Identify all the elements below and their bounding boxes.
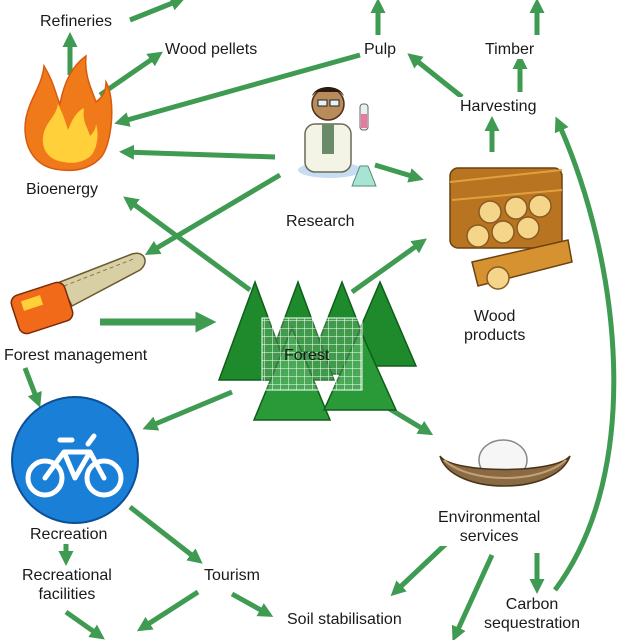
arrow-harvesting-pulp (407, 53, 464, 99)
label-wood-products-line1: Wood (473, 308, 516, 325)
label-wood-products-line2: products (464, 327, 526, 345)
arrow-facilities-bottom (64, 609, 105, 640)
label-timber: Timber (483, 40, 537, 60)
arrow-refineries-up (129, 0, 186, 23)
arrow-forest-bioenergy (123, 196, 252, 293)
label-research: Research (284, 212, 357, 232)
forest-trees-icon (217, 279, 418, 421)
arrow-forest-woodproducts (350, 238, 427, 295)
label-carbon-sequestration-line1: Carbon (505, 596, 559, 613)
label-bioenergy: Bioenergy (24, 180, 101, 200)
label-recreational-facilities-line1: Recreational (22, 567, 112, 584)
label-forest: Forest (284, 347, 330, 364)
label-recreation: Recreation (28, 525, 110, 545)
bicycle-sign-icon (11, 396, 139, 524)
label-wood-pellets: Wood pellets (163, 40, 260, 60)
label-refineries: Refineries (38, 12, 115, 32)
label-environmental-services: Environmental services (436, 508, 543, 547)
arrow-research-bioenergy (119, 144, 276, 160)
arrow-management-recreation (22, 367, 42, 408)
arrow-tourism-soil (230, 591, 274, 617)
arrow-research-woodproducts (374, 162, 424, 183)
label-wood-products: Wood products (462, 307, 528, 346)
label-environmental-services-line2: services (459, 528, 519, 546)
label-carbon-sequestration: Carbon sequestration (482, 595, 583, 634)
arrow-recreation-tourism (128, 505, 203, 564)
chainsaw-icon (10, 252, 146, 335)
researcher-icon (298, 87, 377, 187)
arrow-environmental-soil (390, 538, 452, 597)
wood-products-logs-icon (449, 167, 573, 290)
arrow-pulp-bioenergy (114, 52, 361, 127)
label-environmental-services-line1: Environmental (438, 509, 541, 526)
label-recreational-facilities: Recreational facilities (20, 566, 114, 605)
arrow-bioenergy-woodpellets (98, 51, 163, 98)
arrow-tourism-bottom (136, 589, 200, 632)
arrow-research-bioenergy-low (144, 172, 282, 256)
arrow-forest-recreation (142, 389, 233, 431)
arrow-carbon-harvesting (552, 116, 617, 592)
label-pulp: Pulp (362, 40, 399, 60)
nest-egg-icon (439, 439, 571, 487)
bioenergy-flame-icon (24, 54, 113, 172)
label-soil-stabilisation: Soil stabilisation (285, 610, 404, 630)
label-tourism: Tourism (202, 566, 263, 586)
label-forest-management: Forest management (2, 346, 150, 366)
label-harvesting: Harvesting (458, 97, 539, 117)
arrow-environmental-bottom (451, 553, 495, 640)
label-recreational-facilities-line2: facilities (38, 586, 96, 604)
label-carbon-sequestration-line2: sequestration (484, 615, 581, 633)
